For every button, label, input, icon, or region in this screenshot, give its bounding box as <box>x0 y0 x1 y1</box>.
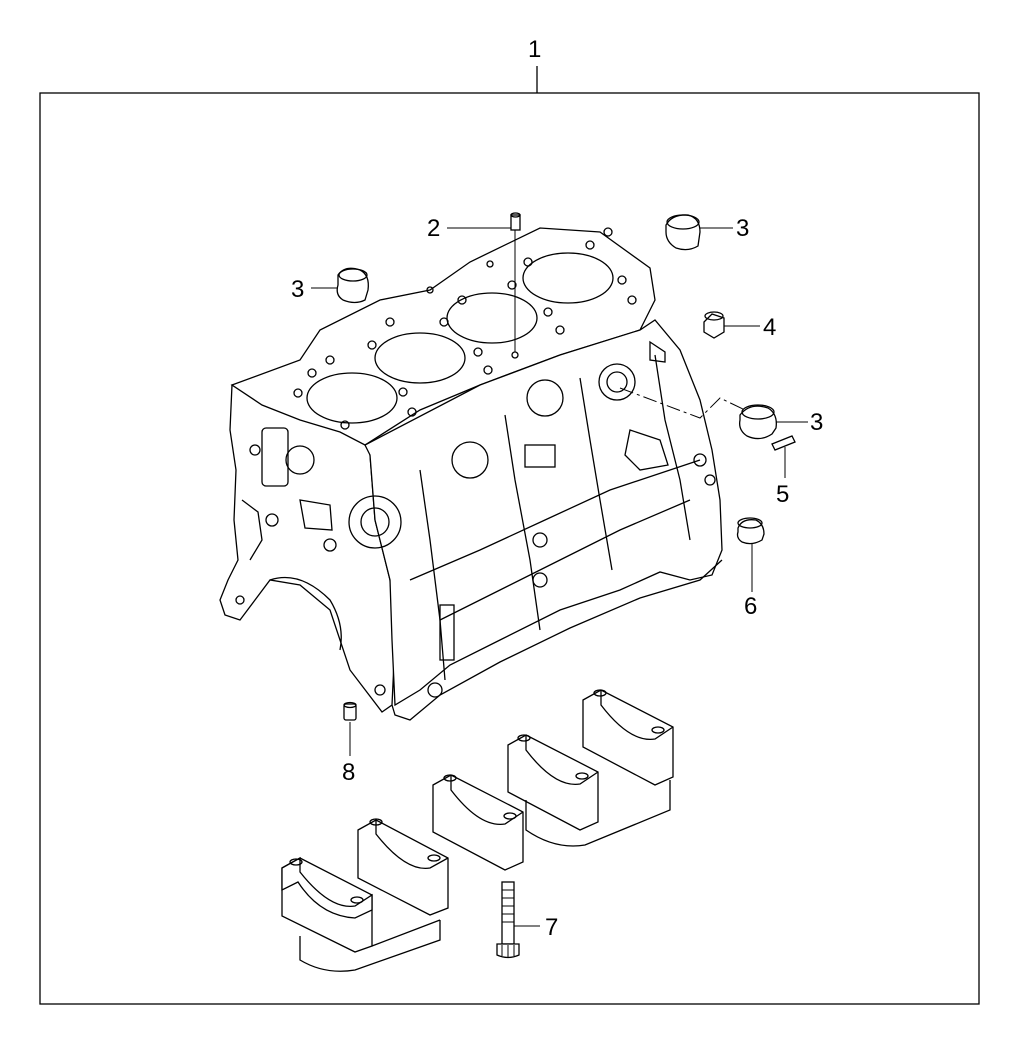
callout-7: 7 <box>545 914 558 941</box>
alignment-line <box>619 387 746 419</box>
callout-5: 5 <box>776 481 789 508</box>
part-6-bushing <box>736 517 765 545</box>
callout-2: 2 <box>427 215 440 242</box>
callout-4: 4 <box>763 314 776 341</box>
callout-1: 1 <box>528 36 541 63</box>
main-bearing-caps <box>281 689 674 972</box>
part-5-dowel-pin <box>771 435 796 451</box>
callout-8: 8 <box>342 759 355 786</box>
callout-6: 6 <box>744 593 757 620</box>
cylinder-block <box>219 227 723 721</box>
part-3-plug-left <box>336 267 369 304</box>
callout-3-left: 3 <box>291 276 304 303</box>
part-2-pin <box>510 212 521 359</box>
assembly-frame <box>39 92 980 1005</box>
callout-3-top: 3 <box>736 215 749 242</box>
part-8-dowel <box>343 701 357 721</box>
part-4-drain-plug <box>703 311 725 339</box>
part-3-plug-right <box>739 404 777 440</box>
part-3-plug-top <box>665 214 701 251</box>
callout-3-right: 3 <box>810 409 823 436</box>
part-7-bolt <box>496 881 520 959</box>
